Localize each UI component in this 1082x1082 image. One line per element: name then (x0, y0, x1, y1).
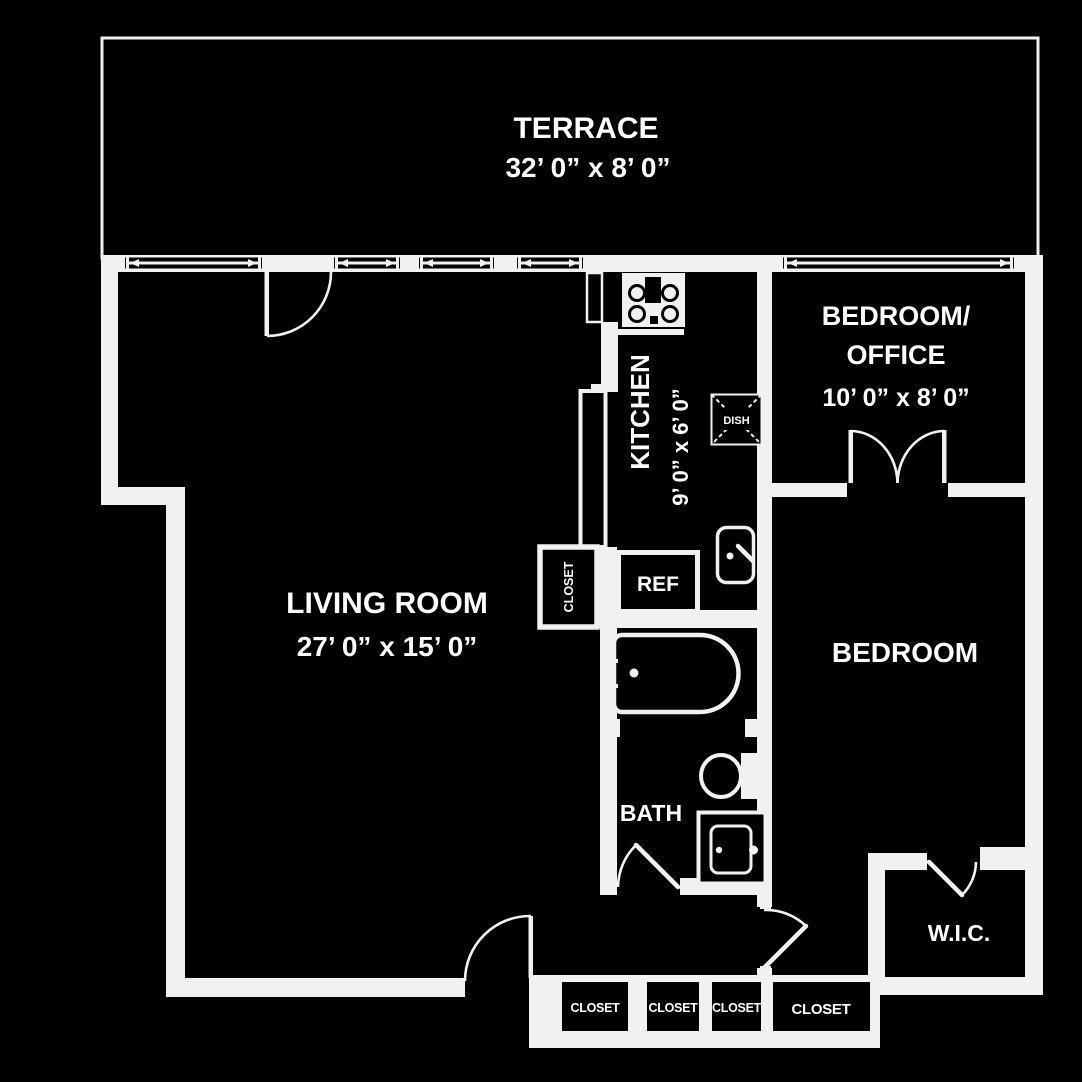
entry-door (463, 914, 533, 982)
toilet-icon (699, 753, 762, 799)
wall-kitchen-bath (601, 610, 767, 628)
closet-4-box (773, 982, 870, 1031)
kitchen-counter-icon (578, 384, 608, 549)
bedroom-office-label-line1: BEDROOM/ (822, 301, 971, 331)
bath-label: BATH (620, 800, 682, 826)
kitchen-counter-upper (585, 271, 604, 324)
wall-wic-top-right (980, 847, 1025, 870)
windows (125, 257, 1014, 269)
french-doors (848, 429, 947, 484)
bath-area: BATH (609, 632, 768, 886)
tub-alcove-stub-right (745, 719, 762, 737)
window-3 (419, 257, 494, 269)
wic-door (926, 859, 978, 898)
terrace-door (264, 271, 333, 338)
wall-bath-bottom-left (600, 878, 613, 895)
wic-label: W.I.C. (928, 920, 991, 946)
vanity-sink-icon (696, 810, 768, 886)
wall-left-upper (101, 255, 118, 505)
wall-left-jog (101, 487, 185, 505)
dishwasher-label: DISH (723, 415, 749, 427)
wall-office-bedroom-right (948, 483, 1025, 497)
wall-wic-left (868, 853, 885, 995)
bathtub-icon (609, 632, 741, 715)
wall-wic-top-left (868, 853, 927, 870)
wall-bottom-right (863, 977, 1043, 995)
wall-kitchen-bedroom-upper (757, 255, 772, 907)
stove-icon (618, 273, 685, 335)
kitchen-label: KITCHEN (625, 354, 655, 470)
wall-office-bedroom-left (757, 483, 847, 497)
room-labels: LIVING ROOM 27’ 0” x 15’ 0” BEDROOM/ OFF… (286, 301, 990, 946)
kitchen-dims: 9’ 0” x 6’ 0” (668, 388, 693, 505)
living-room-label: LIVING ROOM (286, 587, 488, 620)
window-4 (517, 257, 583, 269)
wall-kitchen-left-lower (595, 547, 617, 628)
hall-closet: CLOSET (537, 544, 600, 630)
refrigerator-icon: REF (616, 550, 700, 614)
kitchen-area: CLOSET DISH REF KITCHEN 9’ 0” x 6’ 0” (537, 271, 763, 630)
doors (264, 271, 978, 982)
closet-3-box (712, 982, 761, 1031)
closet-3-label: CLOSET (712, 1001, 762, 1015)
bedroom-door (760, 901, 809, 974)
closet-1-label: CLOSET (571, 1001, 621, 1015)
kitchen-sink-icon (715, 525, 756, 585)
wall-right (1025, 255, 1043, 995)
terrace-dims: 32’ 0” x 8’ 0” (505, 152, 670, 183)
refrigerator-label: REF (637, 573, 679, 596)
dishwasher-icon: DISH (710, 393, 763, 446)
bedroom-office-label-line2: OFFICE (847, 340, 946, 370)
bedroom-label: BEDROOM (832, 637, 978, 668)
terrace-label: TERRACE (513, 112, 658, 145)
wall-left-lower (166, 487, 185, 997)
closet-2-box (647, 982, 699, 1031)
closet-labels: CLOSET CLOSET CLOSET CLOSET (571, 1001, 851, 1018)
living-room-dims: 27’ 0” x 15’ 0” (297, 631, 478, 662)
wall-bottom-left (166, 978, 465, 997)
wall-kitchen-left-upper (601, 322, 618, 392)
closet-1-box (562, 982, 628, 1031)
window-5 (783, 257, 1014, 269)
closet-2-label: CLOSET (649, 1001, 699, 1015)
tub-alcove-stub-left (604, 719, 620, 737)
window-1 (125, 257, 262, 269)
bedroom-office-dims: 10’ 0” x 8’ 0” (822, 384, 969, 412)
window-2 (334, 257, 400, 269)
closet-4-label: CLOSET (791, 1001, 850, 1018)
bath-door (616, 842, 681, 890)
hall-closet-label: CLOSET (562, 561, 576, 612)
